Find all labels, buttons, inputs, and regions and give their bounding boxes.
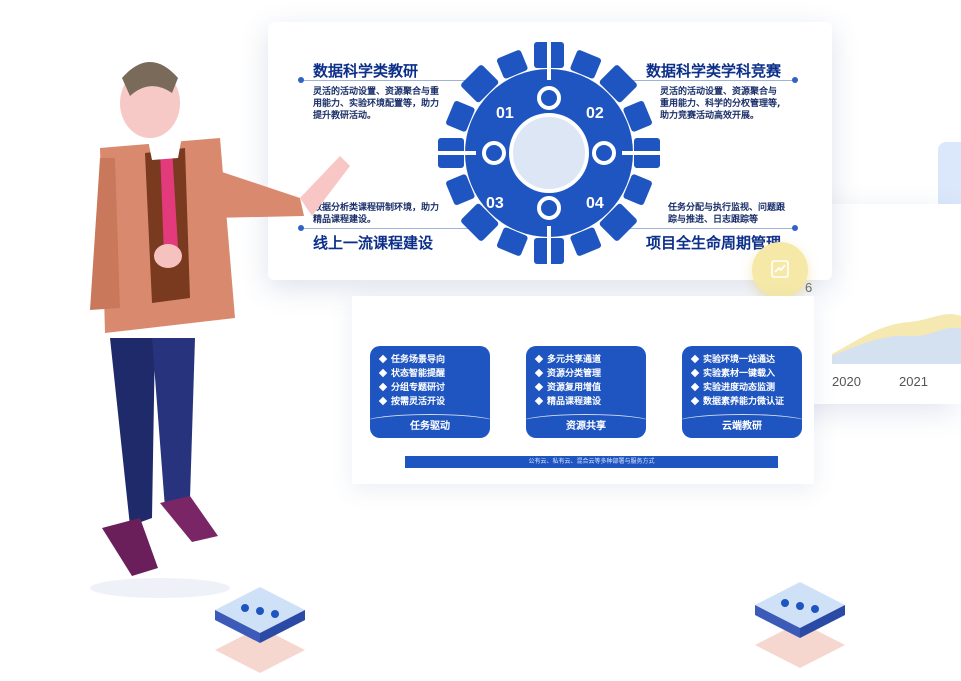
card-item: 精品课程建设 — [534, 395, 646, 409]
q3-underline — [300, 228, 468, 229]
q2-dot — [792, 77, 798, 83]
card-item: 分组专题研讨 — [378, 381, 490, 395]
card-divider-arc — [682, 414, 802, 434]
card-item: 任务场景导向 — [378, 353, 490, 367]
gear-center-hub — [509, 113, 589, 193]
gear-number-02: 02 — [586, 105, 604, 122]
x-tick: 2020 — [832, 374, 861, 389]
q3-title: 线上一流课程建设 — [313, 234, 434, 252]
card-item: 实验素材一键载入 — [690, 367, 802, 381]
floor-tile-left — [215, 587, 305, 673]
q2-desc-line: 助力竞赛活动高效开展。 — [660, 111, 760, 121]
chart-badge — [752, 242, 808, 298]
card-item: 数据素养能力微认证 — [690, 395, 802, 409]
q3-dot — [298, 225, 304, 231]
q2-underline — [628, 80, 796, 81]
q1-desc-line: 用能力、实验环境配置等，助力 — [313, 99, 440, 109]
q4-desc-line: 踪与推进、日志跟踪等 — [668, 215, 759, 225]
q4-underline — [628, 228, 796, 229]
q1-title: 数据科学类教研 — [313, 62, 419, 80]
card-item: 实验进度动态监测 — [690, 381, 802, 395]
gear-number-03: 03 — [486, 195, 504, 212]
q2-title: 数据科学类学科竞赛 — [646, 62, 782, 80]
deployment-bar: 公有云、私有云、混合云等多种部署与服务方式 — [405, 456, 778, 468]
feature-card-cloud: 实验环境一站通达 实验素材一键载入 实验进度动态监测 数据素养能力微认证 云端教… — [682, 346, 802, 438]
card-divider-arc — [370, 414, 490, 434]
card-footer-label: 资源共享 — [566, 421, 606, 432]
trend-chart-icon — [771, 260, 789, 278]
q4-dot — [792, 225, 798, 231]
card-item: 实验环境一站通达 — [690, 353, 802, 367]
card-divider-arc — [526, 414, 646, 434]
presenter-illustration — [90, 62, 350, 598]
q2-desc-line: 重用能力、科学的分权管理等, — [660, 99, 781, 109]
y-tick: 6 — [805, 280, 813, 295]
side-tab-decoration — [938, 142, 961, 218]
q3-desc-line: 精品课程建设。 — [313, 215, 377, 225]
gear-puzzle-graphic: 01 02 03 04 — [436, 40, 662, 266]
q4-title: 项目全生命周期管理 — [646, 234, 782, 252]
card-footer-label: 云端教研 — [722, 421, 762, 432]
card-item: 资源分类管理 — [534, 367, 646, 381]
q1-underline — [300, 80, 468, 81]
gear-number-01: 01 — [496, 105, 514, 122]
card-item: 按需灵活开设 — [378, 395, 490, 409]
card-footer-label: 任务驱动 — [410, 421, 450, 432]
chart-area-blue — [832, 327, 961, 364]
x-tick: 2021 — [899, 374, 928, 389]
feature-card-resource: 多元共享通道 资源分类管理 资源复用增值 精品课程建设 资源共享 — [526, 346, 646, 438]
card-item: 状态智能提醒 — [378, 367, 490, 381]
gear-number-04: 04 — [586, 195, 604, 212]
floor-tile-right — [755, 582, 845, 668]
feature-card-task: 任务场景导向 状态智能提醒 分组专题研讨 按需灵活开设 任务驱动 — [370, 346, 490, 438]
q1-desc-line: 提升教研活动。 — [313, 111, 377, 121]
gear-teeth — [438, 42, 660, 264]
card-item: 多元共享通道 — [534, 353, 646, 367]
q4-desc-line: 任务分配与执行监视、问题跟 — [668, 203, 786, 213]
card-item: 资源复用增值 — [534, 381, 646, 395]
q2-desc-line: 灵活的活动设置、资源聚合与 — [660, 87, 778, 97]
q3-desc-line: 数据分析类课程研制环境，助力 — [313, 203, 440, 213]
q1-desc-line: 灵活的活动设置、资源聚合与重 — [313, 87, 440, 97]
q1-dot — [298, 77, 304, 83]
chart-area-svg — [832, 314, 961, 364]
